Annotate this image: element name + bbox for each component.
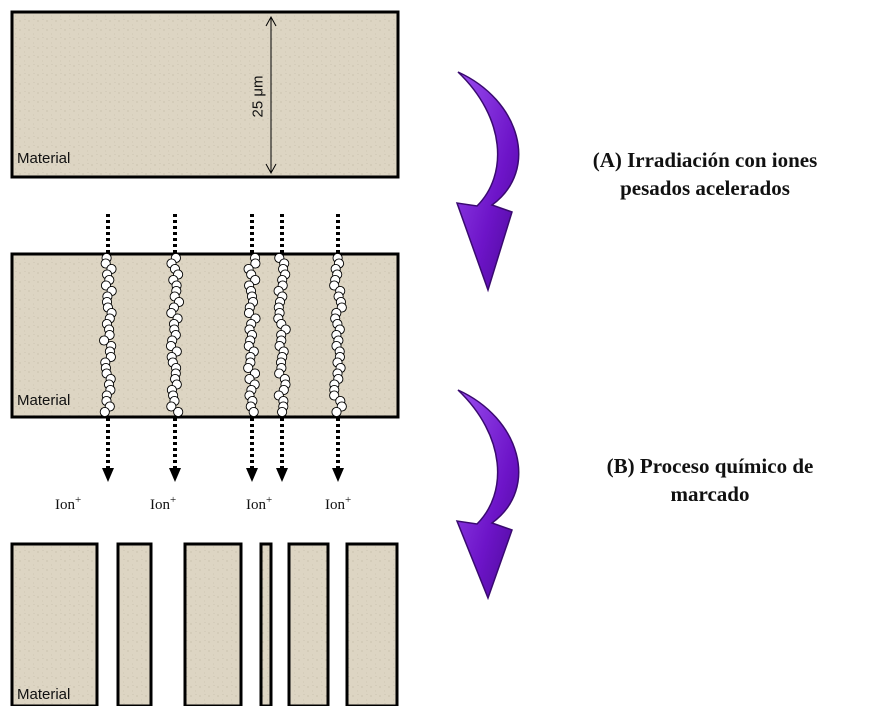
ion-track (165, 214, 185, 482)
ion-track (99, 214, 117, 482)
step-b-line2: marcado (670, 482, 750, 506)
track-defect (250, 258, 261, 269)
thickness-dimension (265, 15, 277, 175)
material-block-top (10, 10, 400, 179)
track-defect (331, 406, 342, 418)
step-arrow-b (455, 389, 520, 601)
etched-material-pieces (10, 542, 399, 708)
ion-charge: + (345, 494, 352, 506)
thickness-label: 25 μm (249, 75, 267, 118)
etched-piece (116, 542, 153, 708)
step-label-b: (B) Proceso químico de marcado (560, 452, 860, 508)
ion-paths (99, 214, 347, 482)
material-label-middle: Material (17, 392, 71, 409)
ion-arrowhead (246, 468, 258, 482)
ion-arrowhead (276, 468, 288, 482)
track-defect (166, 401, 177, 412)
etched-piece (345, 542, 399, 708)
etched-piece (287, 542, 330, 708)
ion-label: Ion+ (325, 494, 351, 514)
etched-piece (259, 542, 273, 708)
track-defect (248, 406, 259, 418)
track-defect (166, 307, 177, 319)
ion-symbol: Ion (246, 497, 266, 513)
ion-symbol: Ion (325, 497, 345, 513)
etched-piece (10, 542, 99, 708)
track-defect (99, 335, 110, 346)
ion-label: Ion+ (150, 494, 176, 514)
ion-charge: + (75, 494, 82, 506)
ion-track (273, 214, 291, 482)
ion-arrowhead (102, 468, 114, 482)
step-b-line1: (B) Proceso químico de (606, 454, 814, 478)
step-label-a: (A) Irradiación con iones pesados aceler… (545, 146, 865, 202)
ion-track (243, 214, 261, 482)
ion-symbol: Ion (55, 497, 75, 513)
material-label-top: Material (17, 150, 71, 167)
step-arrow-a (455, 71, 520, 293)
ion-arrowhead (332, 468, 344, 482)
step-a-line1: (A) Irradiación con iones (592, 148, 818, 172)
step-a-line2: pesados acelerados (620, 176, 790, 200)
track-defect (243, 307, 255, 319)
ion-symbol: Ion (150, 497, 170, 513)
material-label-bottom: Material (17, 686, 71, 703)
track-defect (277, 406, 288, 418)
ion-label: Ion+ (246, 494, 272, 514)
ion-track (329, 214, 347, 482)
ion-label: Ion+ (55, 494, 81, 514)
track-defect (243, 362, 254, 374)
ion-charge: + (170, 494, 177, 506)
track-defect (173, 406, 184, 418)
ion-arrowhead (169, 468, 181, 482)
etched-piece (183, 542, 243, 708)
track-defect (99, 406, 110, 418)
ion-charge: + (266, 494, 273, 506)
